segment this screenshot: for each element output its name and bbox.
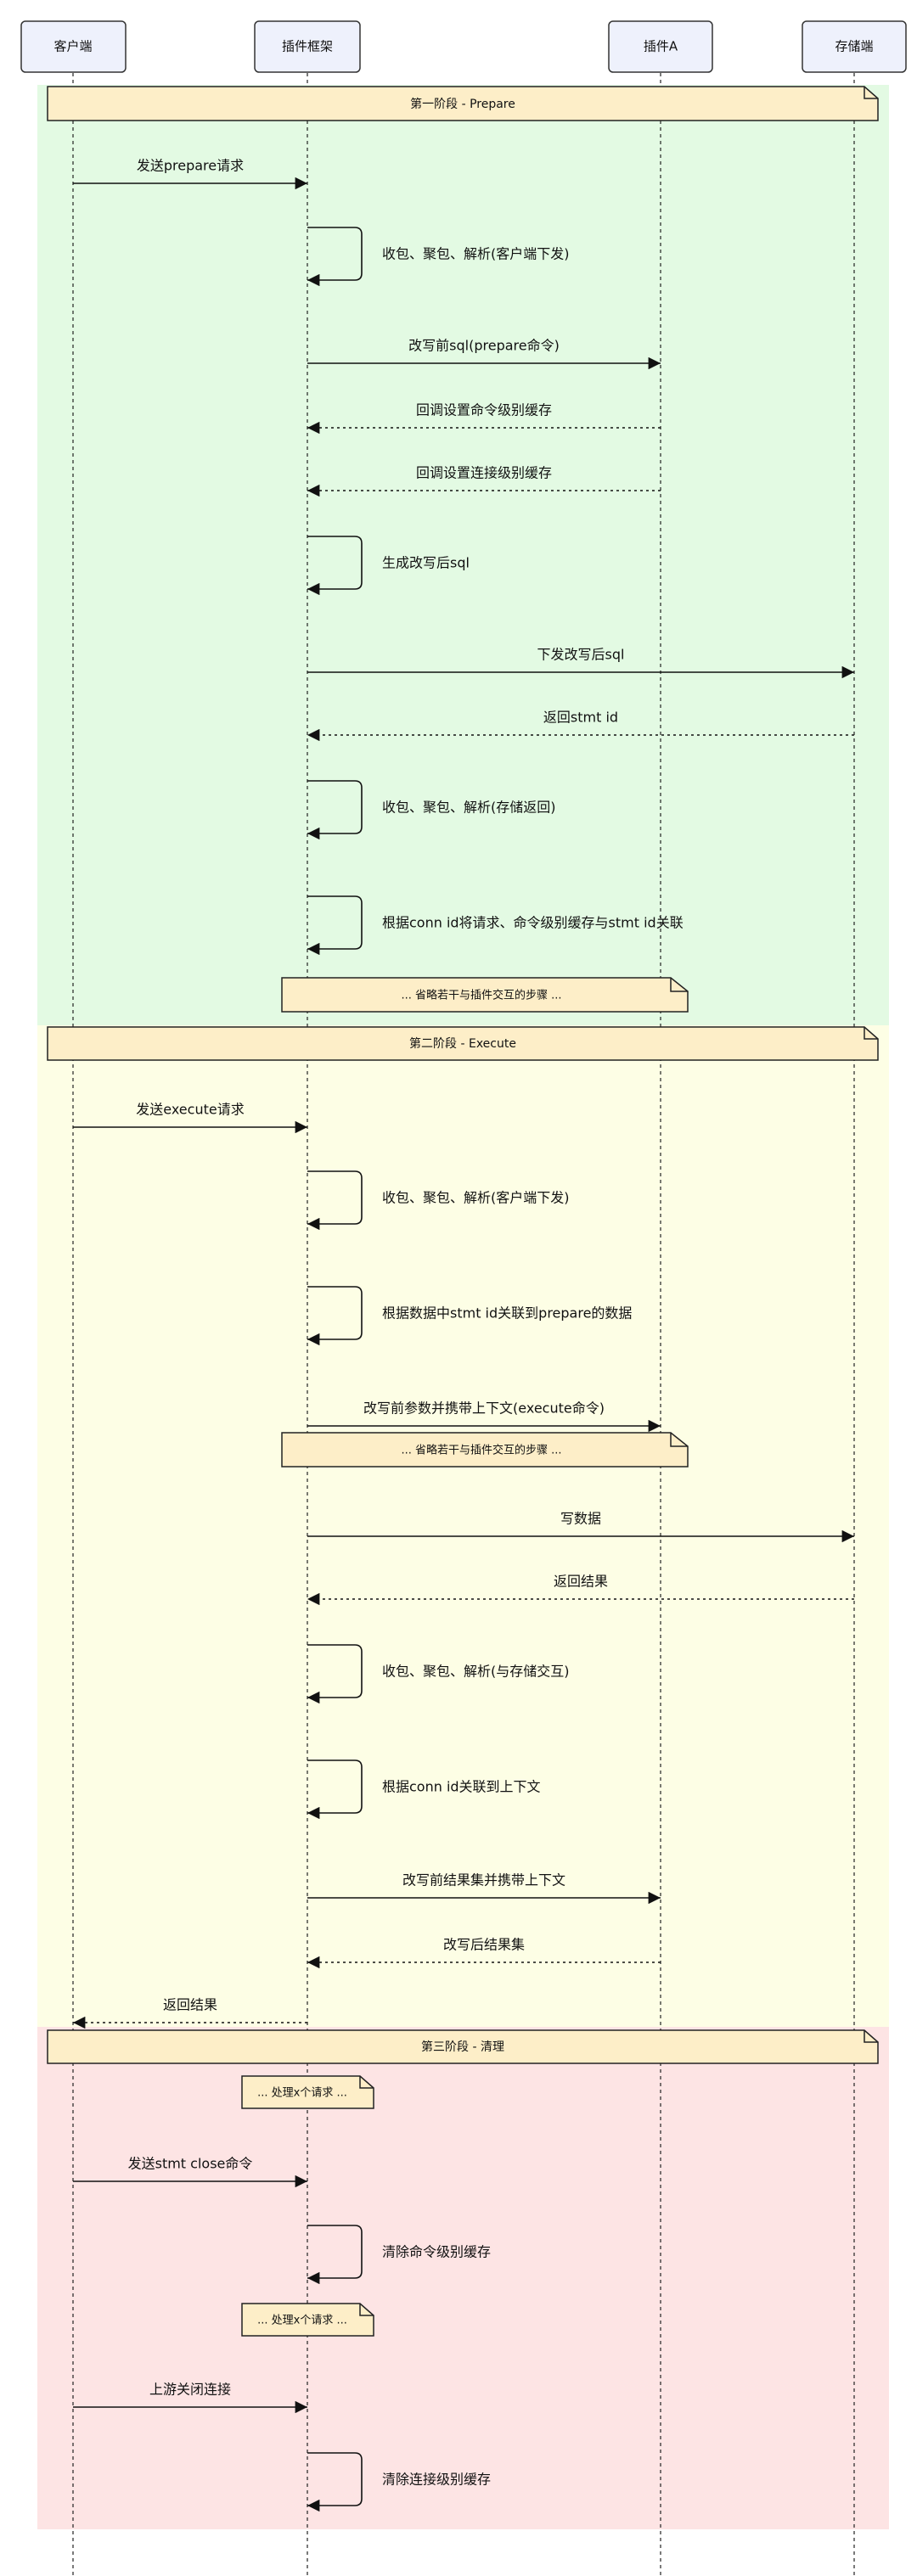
phase-cleanup-background [37,2027,889,2529]
phase-prepare-label: 第一阶段 - Prepare [410,97,515,111]
participant-storage: 存储端 [802,20,907,73]
message-m9-label: 收包、聚包、解析(存储返回) [382,800,556,816]
message-m22: 发送stmt close命令 [73,2156,307,2188]
message-m20: 改写后结果集 [307,1937,661,1969]
message-m8: 返回stmt id [307,710,854,742]
message-m10-arrow [307,895,363,956]
participant-storage-label: 存储端 [835,39,873,54]
phase-execute-label: 第二阶段 - Execute [409,1036,516,1051]
message-m13-arrow [307,1286,363,1346]
message-m6-arrow [307,536,363,596]
participant-pluginA: 插件A [608,20,713,73]
message-m9: 收包、聚包、解析(存储返回) [307,780,556,840]
message-m18: 根据conn id关联到上下文 [307,1759,541,1820]
participant-framework-label: 插件框架 [282,39,333,54]
message-m2: 收包、聚包、解析(客户端下发) [307,227,570,287]
message-m6: 生成改写后sql [307,536,470,596]
message-m24-label: 上游关闭连接 [149,2382,231,2398]
note-omitted-steps-2: ... 省略若干与插件交互的步骤 ... [281,1432,689,1468]
message-m21-label: 返回结果 [163,1997,217,2013]
participant-client-label: 客户端 [53,39,92,54]
message-m25-label: 清除连接级别缓存 [382,2472,491,2488]
message-m5: 回调设置连接级别缓存 [307,465,661,497]
message-m18-arrow [307,1759,363,1820]
message-m9-arrow [307,780,363,840]
message-m19: 改写前结果集并携带上下文 [307,1872,661,1905]
message-m21: 返回结果 [73,1997,307,2029]
message-m7: 下发改写后sql [307,647,854,679]
message-m4: 回调设置命令级别缓存 [307,402,661,435]
message-m16: 返回结果 [307,1574,854,1606]
note-omitted-steps-1-label: ... 省略若干与插件交互的步骤 ... [401,989,561,1002]
message-m22-label: 发送stmt close命令 [128,2156,253,2172]
message-m15: 写数据 [307,1511,854,1543]
message-m24: 上游关闭连接 [73,2382,307,2414]
message-m20-label: 改写后结果集 [443,1937,525,1953]
participant-pluginA-label: 插件A [644,39,678,54]
message-m23-arrow [307,2225,363,2285]
phase-prepare-background [37,85,889,1025]
message-m18-label: 根据conn id关联到上下文 [382,1779,541,1795]
message-m16-label: 返回结果 [554,1574,608,1590]
message-m6-label: 生成改写后sql [382,555,470,571]
message-m17-label: 收包、聚包、解析(与存储交互) [382,1664,570,1680]
note-process-requests-2: ... 处理x个请求 ... [241,2303,374,2337]
note-omitted-steps-1: ... 省略若干与插件交互的步骤 ... [281,977,689,1013]
message-m4-label: 回调设置命令级别缓存 [416,402,552,418]
message-m5-label: 回调设置连接级别缓存 [416,465,552,481]
message-m3-label: 改写前sql(prepare命令) [408,338,560,354]
message-m10: 根据conn id将请求、命令级别缓存与stmt id关联 [307,895,684,956]
phase-prepare-header: 第一阶段 - Prepare [47,86,879,121]
message-m13: 根据数据中stmt id关联到prepare的数据 [307,1286,632,1346]
message-m1-label: 发送prepare请求 [137,158,244,174]
message-m7-label: 下发改写后sql [537,647,625,663]
message-m17-arrow [307,1644,363,1704]
message-m12-arrow [307,1170,363,1231]
message-m12: 收包、聚包、解析(客户端下发) [307,1170,570,1231]
message-m2-label: 收包、聚包、解析(客户端下发) [382,246,570,262]
message-m1: 发送prepare请求 [73,158,307,190]
note-process-requests-2-label: ... 处理x个请求 ... [257,2315,347,2327]
note-omitted-steps-2-label: ... 省略若干与插件交互的步骤 ... [401,1444,561,1457]
note-process-requests-1-label: ... 处理x个请求 ... [257,2087,347,2100]
note-process-requests-1: ... 处理x个请求 ... [241,2075,374,2109]
message-m13-label: 根据数据中stmt id关联到prepare的数据 [382,1305,632,1322]
message-m8-label: 返回stmt id [543,710,618,726]
message-m25: 清除连接级别缓存 [307,2452,491,2512]
phase-execute-background [37,1025,889,2027]
phase-cleanup-header: 第三阶段 - 清理 [47,2029,879,2064]
message-m19-label: 改写前结果集并携带上下文 [402,1872,565,1889]
message-m15-label: 写数据 [560,1511,601,1527]
message-m3: 改写前sql(prepare命令) [307,338,661,370]
message-m17: 收包、聚包、解析(与存储交互) [307,1644,570,1704]
message-m11-label: 发送execute请求 [136,1102,244,1118]
message-m23-label: 清除命令级别缓存 [382,2244,491,2260]
message-m2-arrow [307,227,363,287]
message-m14: 改写前参数并携带上下文(execute命令) [307,1400,661,1433]
participant-client: 客户端 [20,20,127,73]
message-m12-label: 收包、聚包、解析(客户端下发) [382,1190,570,1206]
message-m11: 发送execute请求 [73,1102,307,1134]
message-m23: 清除命令级别缓存 [307,2225,491,2285]
participant-framework: 插件框架 [254,20,361,73]
message-m10-label: 根据conn id将请求、命令级别缓存与stmt id关联 [382,915,684,931]
phase-cleanup-label: 第三阶段 - 清理 [421,2040,504,2054]
message-m14-label: 改写前参数并携带上下文(execute命令) [363,1400,605,1417]
message-m25-arrow [307,2452,363,2512]
phase-execute-header: 第二阶段 - Execute [47,1026,879,1061]
